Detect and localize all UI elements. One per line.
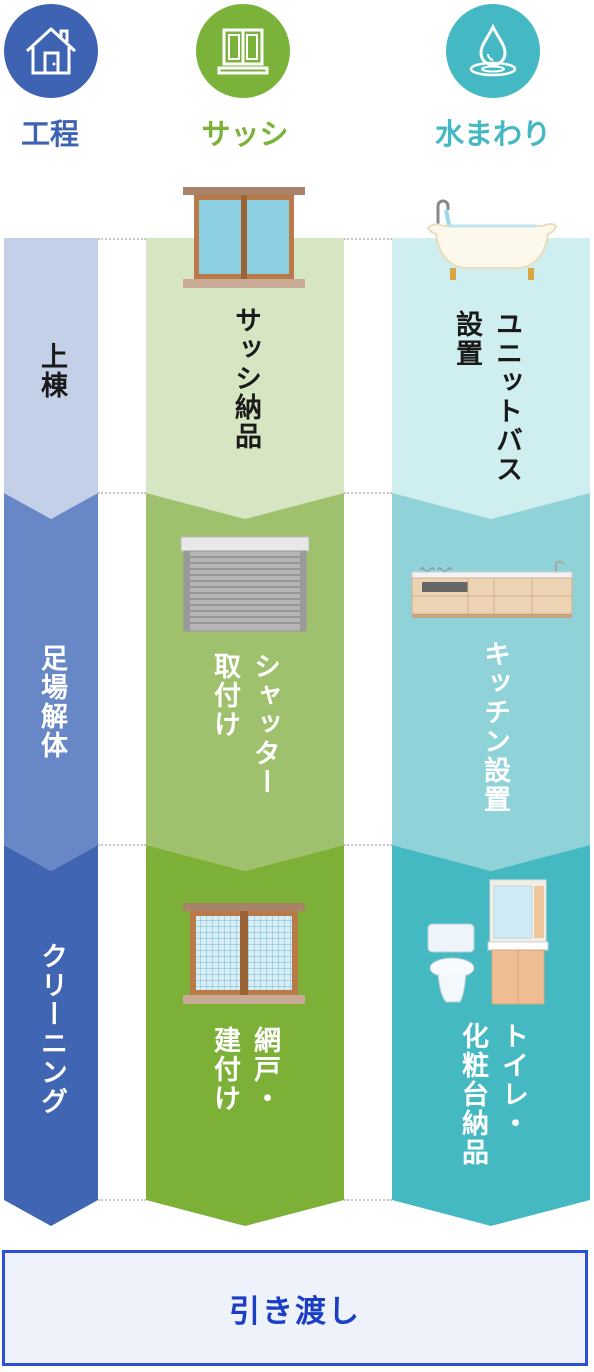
divider-line: [344, 1199, 392, 1201]
handover-box: 引き渡し: [2, 1250, 588, 1366]
water-drop-icon: [469, 23, 517, 77]
water-stage1-band: [392, 238, 590, 519]
divider-line: [98, 492, 146, 494]
handover-label: 引き渡し: [229, 1293, 361, 1330]
process-stage2-band: [4, 493, 98, 871]
process-stage3-band: [4, 845, 98, 1226]
sash-stage1-label: サッシ納品: [230, 306, 261, 451]
window-icon: [217, 28, 269, 75]
shutter-illustration: [180, 536, 310, 632]
process-stage1-band: [4, 238, 98, 519]
header-sash-label: サッシ: [201, 117, 289, 151]
toilet-vanity-illustration: [427, 879, 549, 1005]
sash-stage2-label: シャッター 取付け: [209, 652, 280, 797]
sash-window-illustration: [183, 187, 305, 288]
divider-line: [344, 844, 392, 846]
screen-door-illustration: [183, 903, 305, 1004]
bathtub-illustration: [426, 199, 558, 280]
water-header-circle: [446, 4, 540, 98]
sash-stage1-band: [146, 238, 344, 519]
process-stage1-label: 上棟: [36, 342, 67, 400]
divider-line: [98, 238, 146, 240]
kitchen-illustration: ᴖᴗᴖ ᴖᴗᴖ: [411, 560, 573, 618]
header-process-label: 工程: [20, 117, 79, 151]
sash-header-circle: [196, 4, 290, 98]
house-icon: [25, 27, 77, 75]
process-stage2-label: 足場解体: [36, 644, 67, 760]
sash-stage3-label: 網戸・ 建付け: [209, 1026, 280, 1113]
water-stage3-label: トイレ・ 化粧台納品: [457, 1022, 528, 1167]
process-stage3-label: クリーニング: [36, 942, 67, 1116]
header-water-label: 水まわり: [434, 117, 551, 151]
divider-line: [98, 844, 146, 846]
divider-line: [344, 238, 392, 240]
svg-text:ᴖᴗᴖ ᴖᴗᴖ: ᴖᴗᴖ ᴖᴗᴖ: [420, 565, 452, 574]
water-stage1-label: ユニットバス 設置: [451, 310, 522, 484]
divider-line: [344, 492, 392, 494]
water-stage2-label: キッチン設置: [479, 640, 510, 814]
process-header-circle: [4, 4, 98, 98]
divider-line: [98, 1199, 146, 1201]
